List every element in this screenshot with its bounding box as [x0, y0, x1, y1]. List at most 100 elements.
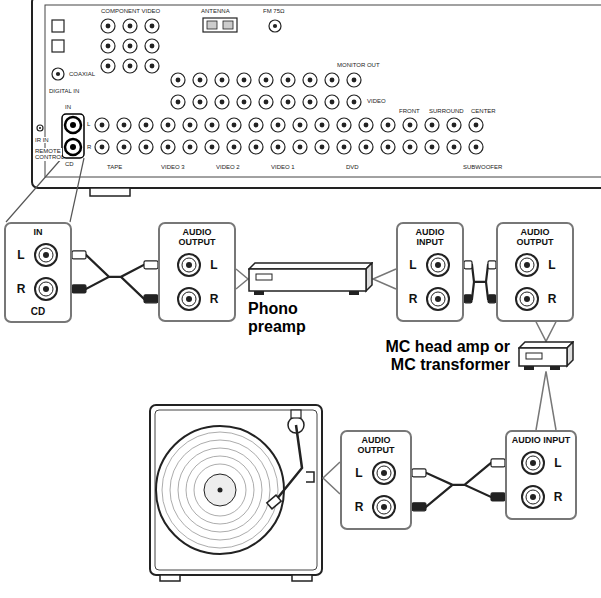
jack-ring [249, 140, 263, 154]
panel-jack [447, 140, 461, 154]
panel-jack [95, 140, 109, 154]
turntable-foot [292, 575, 312, 581]
jack-callout: AUDIO INPUTLR [396, 222, 464, 322]
jack-ring [101, 19, 115, 33]
antenna-terminal [203, 18, 237, 32]
panel-jack [183, 118, 197, 132]
panel-jack [403, 118, 417, 132]
receiver-foot [90, 188, 130, 196]
rca-plug [491, 493, 505, 501]
channel-label: L [355, 466, 362, 480]
jack-ring [227, 118, 241, 132]
panel-jack [359, 140, 373, 154]
panel-jack [123, 59, 137, 73]
jack-pin [56, 72, 60, 76]
jack-ring [259, 95, 273, 109]
jack-ring [425, 140, 439, 154]
jack-ring [293, 140, 307, 154]
panel-jack [145, 59, 159, 73]
panel-jack [347, 73, 361, 87]
turntable-base [150, 405, 322, 575]
panel-jack [381, 118, 395, 132]
device-foot [524, 366, 534, 370]
jack-ring [35, 278, 57, 300]
rca-jack [425, 252, 451, 278]
jack-row: L [511, 446, 571, 480]
jack-pin [210, 123, 215, 128]
jack-ring [315, 118, 329, 132]
groove [186, 456, 254, 524]
jack-callout: INLRCD [4, 222, 72, 323]
channel-label: R [548, 292, 557, 306]
optical-jack [52, 40, 64, 52]
optical-jack [52, 20, 64, 32]
jack-pin [144, 145, 149, 150]
panel-jack [381, 140, 395, 154]
rca-plug [144, 261, 158, 269]
channel-label: R [355, 500, 364, 514]
jack-row: L [346, 456, 406, 490]
jack-ring [182, 258, 196, 272]
jack-pin [435, 262, 441, 268]
panel-label: DIGITAL IN [48, 88, 80, 94]
rca-plug [412, 469, 426, 477]
jack-ring [145, 19, 159, 33]
jack-ring [315, 140, 329, 154]
jack-pin [452, 145, 457, 150]
panel-label: SURROUND [428, 108, 465, 114]
jack-ring [427, 254, 449, 276]
jack-pin [188, 123, 193, 128]
jack-pin [352, 100, 357, 105]
jack-ring [249, 118, 263, 132]
jack-ring [293, 118, 307, 132]
jack-pin [166, 145, 171, 150]
jack-pin [43, 252, 49, 258]
turntable-plinth-edge [155, 410, 317, 570]
jack-pin [430, 123, 435, 128]
panel-jack [469, 118, 483, 132]
jack-row: R [164, 282, 230, 316]
jack-ring [161, 140, 175, 154]
jack-ring [469, 140, 483, 154]
jack-pin [264, 78, 269, 83]
jack-pin [264, 100, 269, 105]
jack-ring [403, 118, 417, 132]
jack-pin [276, 123, 281, 128]
jack-ring [403, 140, 417, 154]
panel-jack [161, 140, 175, 154]
jack-pin [254, 123, 259, 128]
jack-pin [330, 78, 335, 83]
channel-label: R [210, 292, 219, 306]
panel-jack [37, 125, 43, 131]
device-name: Phono preamp [248, 300, 328, 337]
panel-label: CD [64, 161, 75, 167]
jack-row: R [10, 272, 66, 306]
panel-jack [183, 140, 197, 154]
connector-group [464, 261, 496, 303]
jack-pin [386, 123, 391, 128]
channel-label: L [409, 258, 416, 272]
jack-pin [128, 24, 133, 29]
jack-ring [39, 282, 53, 296]
jack-pin [150, 64, 155, 69]
panel-jack [215, 73, 229, 87]
panel-jack [101, 59, 115, 73]
panel-jack [315, 140, 329, 154]
jack-pin [144, 123, 149, 128]
panel-jack [403, 140, 417, 154]
jack-ring [139, 140, 153, 154]
device-side [366, 263, 372, 291]
panel-jack [425, 118, 439, 132]
jack-ring [281, 95, 295, 109]
jack-pin [106, 64, 111, 69]
jack-ring [171, 95, 185, 109]
callout-leader [6, 158, 62, 222]
connector-group [412, 459, 505, 511]
panel-jack [249, 118, 263, 132]
jack-ring [37, 125, 43, 131]
record-label [204, 474, 236, 506]
panel-jack [337, 118, 351, 132]
rca-cable [72, 255, 158, 299]
jack-ring [237, 95, 251, 109]
